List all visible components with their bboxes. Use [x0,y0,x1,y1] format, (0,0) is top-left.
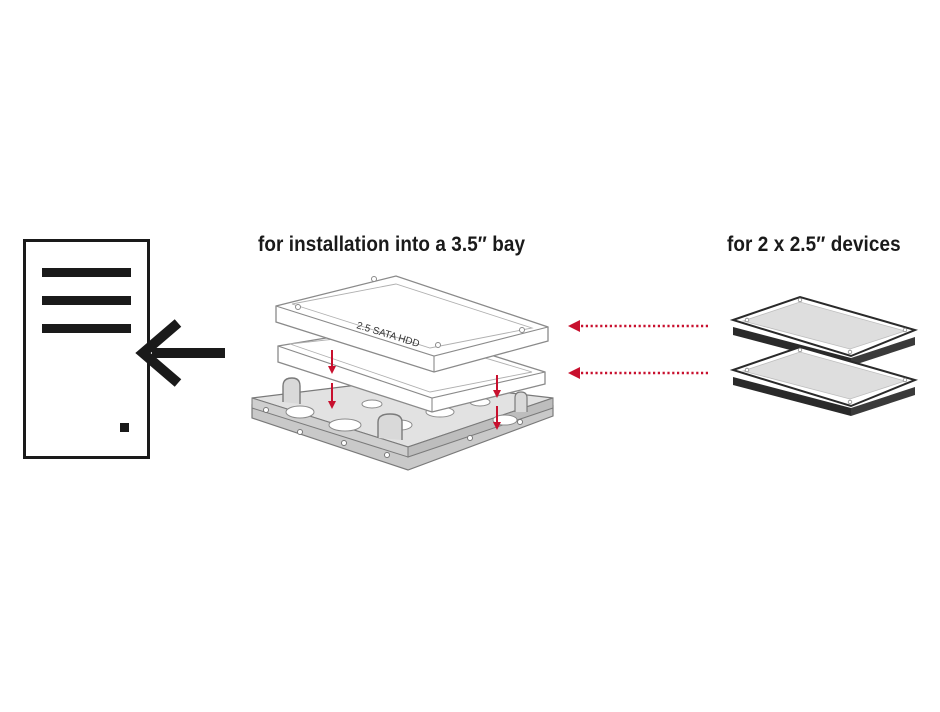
installation-caption: for installation into a 3.5″ bay [258,233,526,256]
devices-caption: for 2 x 2.5″ devices [727,233,901,256]
pc-tower-icon [23,239,150,459]
down-arrows [328,350,501,430]
device-2-5-top [729,295,919,366]
hdd-upper: 2.5 SATA HDD [275,275,549,373]
device-2-5-bottom [729,345,919,416]
insert-arrows [568,320,708,379]
arrow-left-icon [135,319,225,387]
mounting-frame [251,377,554,471]
